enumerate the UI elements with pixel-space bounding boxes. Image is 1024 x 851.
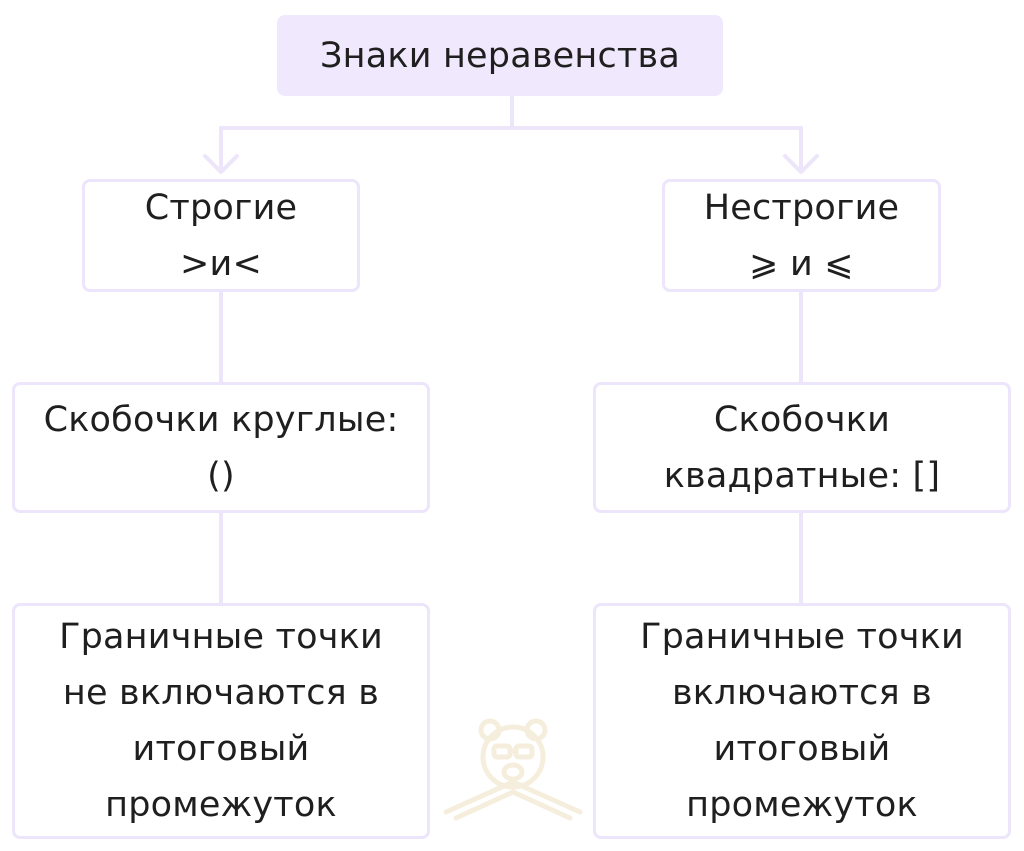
excluded-line4: промежуток <box>105 785 337 825</box>
nonstrict-title: Нестрогие <box>703 187 900 228</box>
included-line1: Граничные точки <box>640 617 964 657</box>
strict-title: Строгие <box>144 187 298 228</box>
nonstrict-signs: ⩾ и ⩽ <box>749 243 854 284</box>
round-brackets-line2: () <box>207 455 235 496</box>
excluded-line1: Граничные точки <box>59 617 383 657</box>
node-round-brackets: Скобочки круглые: () <box>12 382 430 513</box>
bear-logo-icon <box>443 718 583 821</box>
node-square-brackets: Скобочки квадратные: [] <box>593 382 1011 513</box>
arrowhead-nonstrict <box>783 154 819 174</box>
strict-signs: >и< <box>180 243 262 284</box>
root-label: Знаки неравенства <box>319 35 680 76</box>
square-brackets-line2: квадратные: [] <box>663 455 941 496</box>
included-line4: промежуток <box>686 785 918 825</box>
node-boundary-excluded: Граничные точки не включаются в итоговый… <box>12 603 430 839</box>
arrowhead-strict <box>203 154 239 174</box>
round-brackets-line1: Скобочки круглые: <box>43 399 399 440</box>
included-line2: включаются в <box>671 673 933 713</box>
node-strict: Строгие >и< <box>82 179 360 292</box>
root-node-inequality-signs: Знаки неравенства <box>277 15 723 96</box>
square-brackets-line1: Скобочки <box>713 399 891 440</box>
node-nonstrict: Нестрогие ⩾ и ⩽ <box>662 179 941 292</box>
included-line3: итоговый <box>713 729 891 769</box>
excluded-line3: итоговый <box>132 729 310 769</box>
node-boundary-included: Граничные точки включаются в итоговый пр… <box>593 603 1011 839</box>
excluded-line2: не включаются в <box>62 673 380 713</box>
